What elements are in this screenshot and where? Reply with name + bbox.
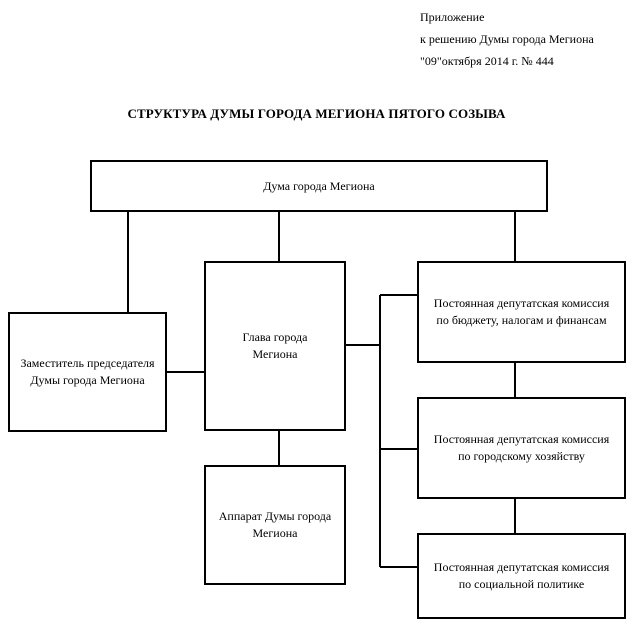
diagram-title: СТРУКТУРА ДУМЫ ГОРОДА МЕГИОНА ПЯТОГО СОЗ…: [127, 106, 506, 121]
node-commission-social-line-1: Постоянная депутатская комиссия: [433, 560, 610, 574]
node-deputy-chairman: Заместитель председателя Думы города Мег…: [8, 312, 167, 432]
node-city-head-line-1: Глава города: [242, 330, 308, 344]
node-duma-label: Дума города Мегиона: [263, 178, 375, 193]
node-commission-city-economy-line-2: по городскому хозяйству: [458, 449, 585, 463]
node-city-head: Глава города Мегиона: [204, 261, 346, 431]
node-duma: Дума города Мегиона: [90, 160, 548, 212]
node-commission-city-economy-line-1: Постоянная депутатская комиссия: [433, 432, 610, 446]
node-commission-city-economy: Постоянная депутатская комиссия по город…: [417, 397, 626, 499]
appendix-line-1: Приложение: [420, 10, 485, 24]
node-deputy-chairman-line-1: Заместитель председателя: [20, 356, 155, 370]
node-commission-budget-line-2: по бюджету, налогам и финансам: [436, 313, 607, 327]
appendix-block: Приложение к решению Думы города Мегиона…: [420, 6, 594, 72]
node-duma-apparatus-line-1: Аппарат Думы города: [218, 509, 332, 523]
node-duma-apparatus-line-2: Мегиона: [252, 526, 298, 540]
node-deputy-chairman-line-2: Думы города Мегиона: [30, 373, 145, 387]
node-commission-social-line-2: по социальной политике: [458, 577, 585, 591]
node-commission-budget: Постоянная депутатская комиссия по бюдже…: [417, 261, 626, 363]
appendix-line-2: к решению Думы города Мегиона: [420, 32, 594, 46]
node-commission-budget-line-1: Постоянная депутатская комиссия: [433, 296, 610, 310]
appendix-line-3: "09"октября 2014 г. № 444: [420, 54, 554, 68]
node-city-head-line-2: Мегиона: [252, 347, 298, 361]
node-duma-apparatus: Аппарат Думы города Мегиона: [204, 465, 346, 585]
node-commission-social: Постоянная депутатская комиссия по социа…: [417, 533, 626, 619]
